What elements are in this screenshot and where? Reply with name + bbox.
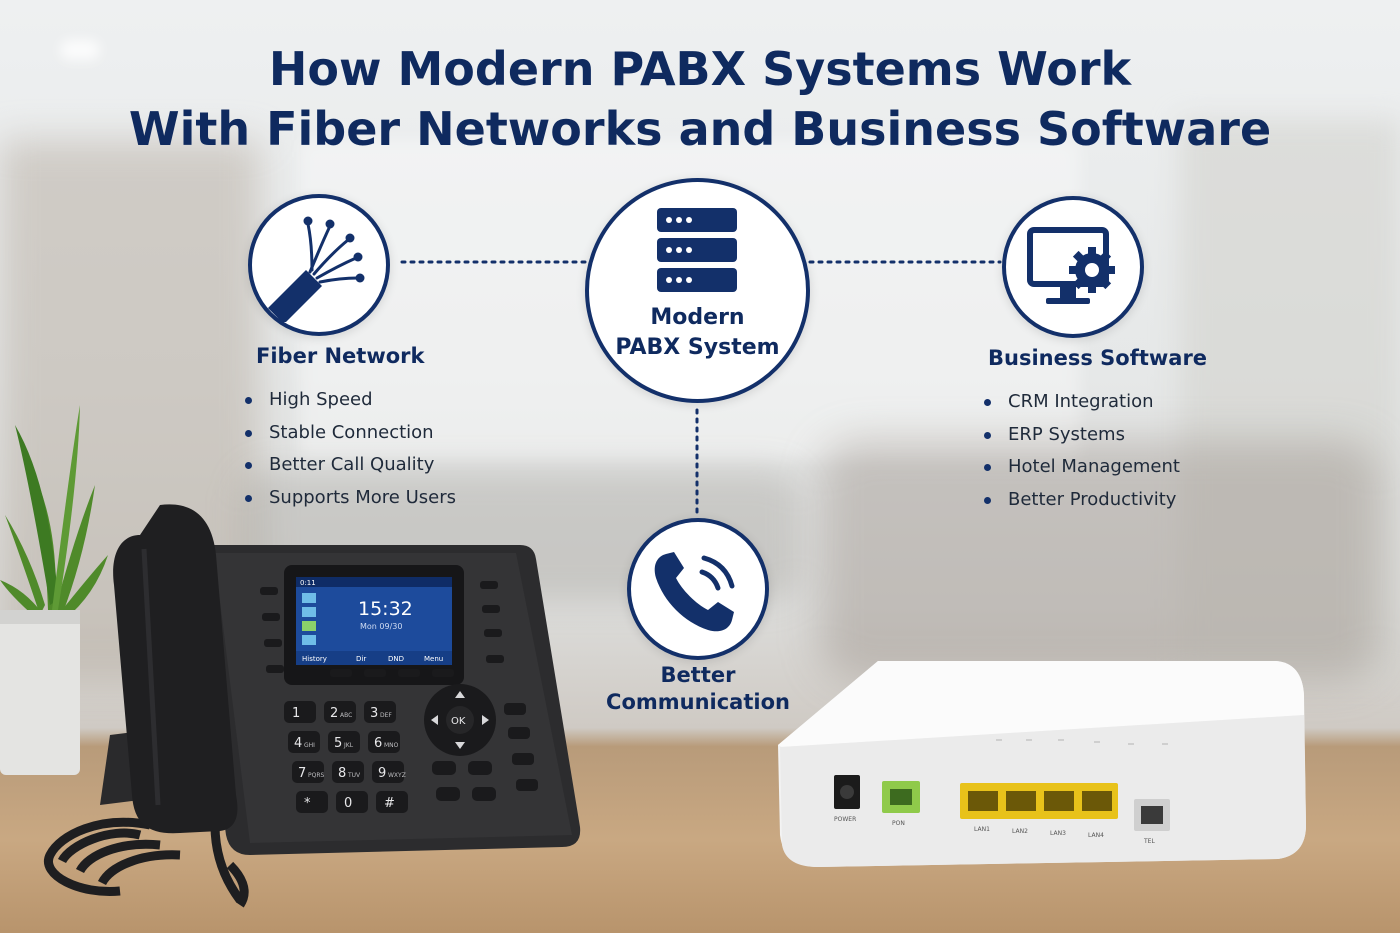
list-item: Better Call Quality	[245, 449, 456, 482]
key-4-letters: GHI	[304, 742, 315, 749]
key-hash: #	[384, 796, 395, 811]
key-5: 5	[334, 736, 342, 751]
port-label-lan4: LAN4	[1088, 832, 1104, 839]
port-label-lan2: LAN2	[1012, 828, 1028, 835]
key-9: 9	[378, 766, 386, 781]
phone-time: 15:32	[358, 598, 413, 620]
list-item: Supports More Users	[245, 482, 456, 515]
key-1: 1	[292, 706, 300, 721]
page-title-line-1: How Modern PABX Systems Work	[268, 42, 1132, 96]
key-4: 4	[294, 736, 302, 751]
communication-label-line-1: Better	[660, 663, 736, 687]
background-lamp	[60, 40, 100, 60]
list-item: Better Productivity	[984, 484, 1180, 517]
port-label-pon: PON	[892, 820, 905, 827]
page-title-line-2: With Fiber Networks and Business Softwar…	[128, 102, 1272, 156]
key-7: 7	[298, 766, 306, 781]
key-8: 8	[338, 766, 346, 781]
key-7-letters: PQRS	[308, 772, 325, 779]
fiber-benefits-list: High Speed Stable Connection Better Call…	[245, 384, 456, 514]
pabx-label-line-2: PABX System	[615, 335, 780, 360]
key-9-letters: WXYZ	[388, 772, 406, 779]
softkey-dnd: DND	[388, 655, 404, 663]
key-5-letters: JKL	[343, 742, 354, 749]
port-label-lan3: LAN3	[1050, 830, 1066, 837]
fiber-cable-icon	[268, 216, 365, 322]
phone-call-icon	[654, 552, 735, 632]
port-label-lan1: LAN1	[974, 826, 990, 833]
key-6: 6	[374, 736, 382, 751]
key-star: *	[304, 796, 311, 811]
phone-status-text: 0:11	[300, 579, 316, 587]
ip-desk-phone: 0:11 15:32 Mon 09/30 History Dir DND Men…	[44, 504, 581, 908]
key-6-letters: MNO	[384, 742, 399, 749]
key-3: 3	[370, 706, 378, 721]
software-benefits-list: CRM Integration ERP Systems Hotel Manage…	[984, 386, 1180, 516]
list-item: Stable Connection	[245, 417, 456, 450]
key-3-letters: DEF	[380, 712, 392, 719]
server-rack-icon	[657, 208, 737, 292]
list-item: CRM Integration	[984, 386, 1180, 419]
softkey-dir: Dir	[356, 655, 366, 663]
key-0: 0	[344, 796, 352, 811]
communication-label-line-2: Communication	[606, 690, 790, 714]
key-2-letters: ABC	[340, 712, 352, 719]
monitor-gear-icon	[1027, 227, 1115, 304]
fiber-network-circle	[248, 194, 390, 336]
port-label-tel: TEL	[1143, 838, 1155, 845]
list-item: ERP Systems	[984, 419, 1180, 452]
business-software-circle	[1002, 196, 1144, 338]
fiber-router-ont: POWER PON LAN1 LAN2 LAN3 LAN4 TEL	[778, 661, 1306, 867]
key-2: 2	[330, 706, 338, 721]
fiber-network-label: Fiber Network	[256, 344, 425, 368]
key-8-letters: TUV	[347, 772, 361, 779]
port-label-power: POWER	[834, 816, 856, 823]
background-wall-right	[1180, 120, 1400, 680]
phone-date: Mon 09/30	[360, 622, 402, 631]
pabx-system-label: Modern PABX System	[585, 303, 810, 363]
list-item: High Speed	[245, 384, 456, 417]
communication-circle	[627, 518, 769, 660]
softkey-history: History	[302, 655, 327, 663]
list-item: Hotel Management	[984, 451, 1180, 484]
softkey-menu: Menu	[424, 655, 443, 663]
pabx-label-line-1: Modern	[650, 305, 745, 330]
potted-plant	[0, 405, 108, 775]
communication-label: Better Communication	[590, 662, 806, 716]
business-software-label: Business Software	[988, 346, 1208, 370]
background-furniture	[820, 440, 1380, 680]
nav-ok-key: OK	[451, 716, 466, 727]
